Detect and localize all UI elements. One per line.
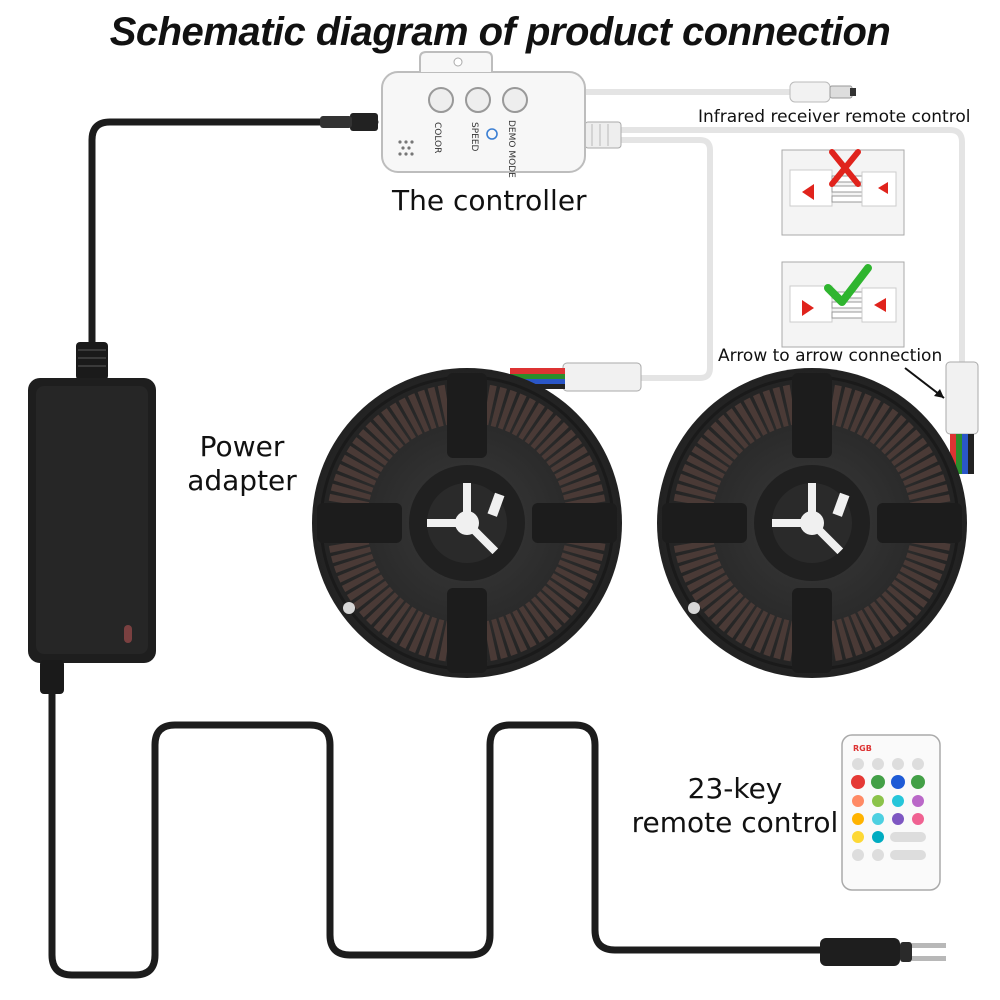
strip-cable-2 bbox=[620, 127, 965, 370]
controller-label: The controller bbox=[392, 184, 587, 217]
right-connection-box bbox=[781, 261, 905, 348]
remote-control-label-line-1: 23-key bbox=[687, 772, 783, 805]
controller-button-label-2: SPEED bbox=[469, 122, 479, 152]
controller-button-label-1: DEMO MODE bbox=[506, 120, 516, 178]
power-adapter-label: Power adapter bbox=[186, 430, 298, 498]
mode-button bbox=[502, 87, 528, 113]
remote-keys bbox=[851, 758, 926, 861]
wall-plug bbox=[820, 938, 946, 966]
remote-control-label-line-2: remote control bbox=[631, 806, 839, 839]
ir-receiver bbox=[789, 81, 856, 103]
remote-control: RGB bbox=[841, 734, 941, 891]
power-adapter bbox=[28, 378, 156, 694]
remote-brand: RGB bbox=[853, 744, 872, 753]
speed-button bbox=[465, 87, 491, 113]
power-adapter-label-line-1: Power bbox=[199, 430, 285, 463]
wrong-mark-icon bbox=[829, 149, 861, 187]
led-strip-reel-2 bbox=[657, 368, 967, 678]
color-button bbox=[428, 87, 454, 113]
infrared-label: Infrared receiver remote control bbox=[698, 107, 971, 127]
controller-button-label-3: COLOR bbox=[432, 122, 442, 153]
strip-2-connector bbox=[945, 361, 979, 474]
controller: DEMO MODE SPEED COLOR bbox=[381, 51, 586, 178]
strip-cable-1 bbox=[620, 137, 713, 381]
check-mark-icon bbox=[824, 264, 872, 306]
arrow-connection-label: Arrow to arrow connection bbox=[718, 346, 943, 366]
remote-control-label: 23-key remote control bbox=[630, 772, 840, 840]
power-plug-connector bbox=[350, 113, 378, 131]
diagram-title: Schematic diagram of product connection bbox=[109, 10, 891, 54]
led-strip-reel-1 bbox=[312, 368, 622, 678]
power-icon bbox=[486, 128, 498, 140]
ac-cable bbox=[48, 690, 830, 979]
wrong-connection-box bbox=[781, 149, 905, 236]
power-cable-top bbox=[88, 118, 379, 349]
power-adapter-label-line-2: adapter bbox=[187, 464, 297, 497]
